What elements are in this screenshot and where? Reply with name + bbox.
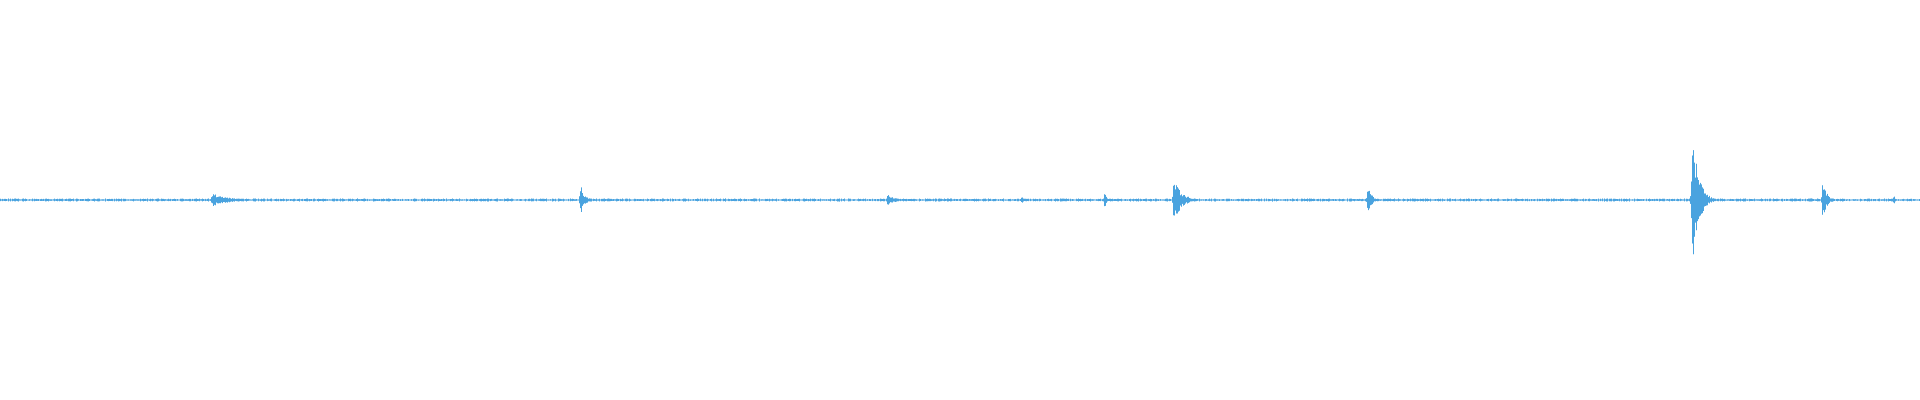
- waveform-samples: [0, 150, 1920, 255]
- waveform-trace: [0, 150, 1920, 255]
